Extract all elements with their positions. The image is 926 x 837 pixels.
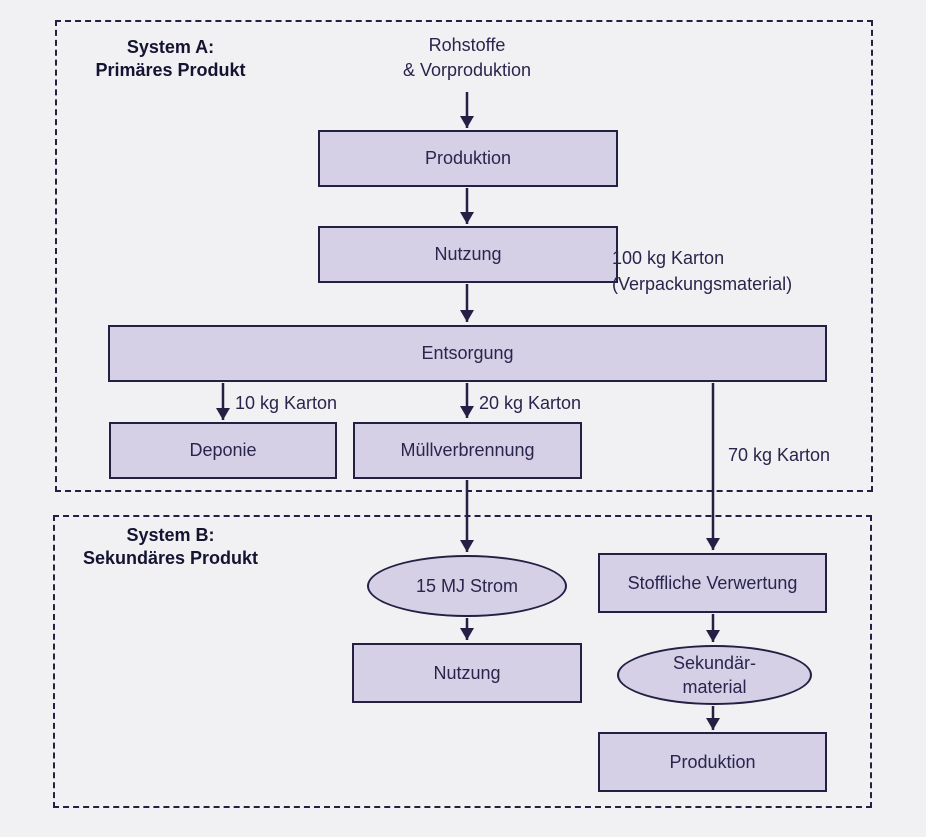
- system-a-title-line1: System A:: [126, 37, 215, 57]
- source-rohstoffe-line2: & Vorproduktion: [402, 60, 532, 80]
- node-muellverbrennung: Müllverbrennung: [353, 422, 582, 479]
- node-stoffliche-verwertung-label: Stoffliche Verwertung: [627, 572, 798, 593]
- label-nutzung-output-line2: (Verpackungsmaterial): [612, 274, 793, 294]
- node-muellverbrennung-label: Müllverbrennung: [400, 440, 535, 460]
- system-b-boundary: [53, 515, 872, 808]
- node-strom-ellipse: 15 MJ Strom: [367, 555, 567, 617]
- label-nutzung-output-line1: 100 kg Karton: [612, 248, 725, 268]
- system-b-title-line1: System B:: [126, 525, 215, 545]
- label-nutzung-output: 100 kg Karton (Verpackungsmaterial): [612, 245, 792, 297]
- label-verwertung-flow: 70 kg Karton: [728, 445, 831, 465]
- node-deponie: Deponie: [109, 422, 337, 479]
- node-produktion-b-label: Produktion: [669, 751, 756, 772]
- node-produktion-b: Produktion: [598, 732, 827, 792]
- source-rohstoffe-line1: Rohstoffe: [428, 35, 506, 55]
- system-a-title: System A: Primäres Produkt: [63, 36, 278, 82]
- label-deponie-flow: 10 kg Karton: [235, 393, 338, 413]
- node-stoffliche-verwertung: Stoffliche Verwertung: [598, 553, 827, 613]
- node-sekundaermaterial-ellipse: Sekundär- material: [617, 645, 812, 705]
- node-sekundaermaterial-line2: material: [682, 677, 747, 697]
- node-entsorgung: Entsorgung: [108, 325, 827, 382]
- node-nutzung-a: Nutzung: [318, 226, 618, 283]
- node-sekundaermaterial-line1: Sekundär-: [672, 653, 757, 673]
- node-nutzung-b-label: Nutzung: [433, 662, 501, 683]
- system-b-title: System B: Sekundäres Produkt: [63, 524, 278, 570]
- node-nutzung-b: Nutzung: [352, 643, 582, 703]
- node-nutzung-a-label: Nutzung: [434, 244, 502, 264]
- node-produktion-a: Produktion: [318, 130, 618, 187]
- node-strom-label: 15 MJ Strom: [415, 576, 519, 596]
- node-produktion-a-label: Produktion: [424, 148, 512, 168]
- system-a-title-line2: Primäres Produkt: [95, 60, 246, 80]
- system-a-boundary: [55, 20, 873, 492]
- source-rohstoffe: Rohstoffe & Vorproduktion: [367, 33, 567, 83]
- node-deponie-label: Deponie: [189, 440, 257, 460]
- node-entsorgung-label: Entsorgung: [421, 343, 514, 363]
- system-b-title-line2: Sekundäres Produkt: [82, 548, 259, 568]
- label-muellverbrennung-flow: 20 kg Karton: [479, 393, 582, 413]
